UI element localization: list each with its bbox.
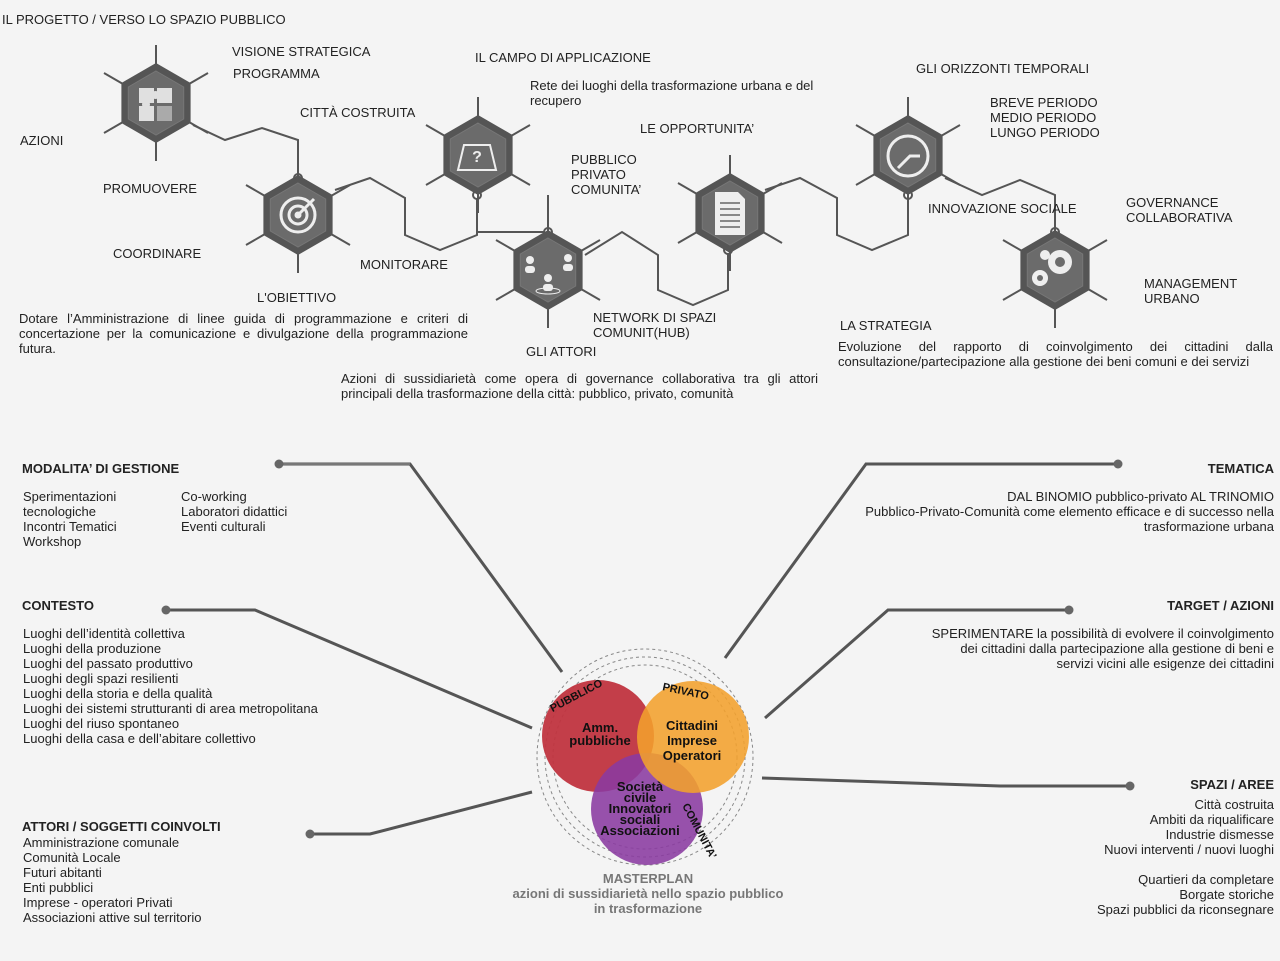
venn-amm: Amm. pubbliche	[569, 720, 631, 748]
label-breve: BREVE PERIODO	[990, 95, 1098, 110]
list-item: Futuri abitanti	[23, 865, 102, 880]
venn-diagram	[542, 680, 749, 865]
list-item: Sperimentazioni	[23, 489, 117, 504]
list-item: Eventi culturali	[181, 519, 266, 534]
venn-privato	[637, 681, 749, 793]
label-monitorare: MONITORARE	[360, 257, 448, 272]
modalita-col2: Co-working Laboratori didattici Eventi c…	[181, 489, 287, 534]
label-management-1: MANAGEMENT	[1144, 276, 1238, 291]
list-item: Luoghi dei sistemi strutturanti di area …	[23, 701, 318, 716]
modalita-col1: Sperimentazioni tecnologiche Incontri Te…	[23, 489, 117, 549]
list-item	[1097, 857, 1274, 872]
target-icon	[279, 196, 317, 234]
tematica-text: DAL BINOMIO pubblico-privato AL TRINOMIO…	[865, 489, 1274, 534]
target-text: SPERIMENTARE la possibilità di evolvere …	[931, 626, 1274, 671]
masterplan-caption: MASTERPLAN azioni di sussidiarietà nello…	[448, 871, 848, 916]
list-item: Amministrazione comunale	[23, 835, 180, 850]
venn-societa: Società civile Innovatori sociali Associ…	[600, 779, 680, 838]
label-innovazione: INNOVAZIONE SOCIALE	[928, 201, 1077, 216]
label-privato: PRIVATO	[571, 167, 626, 182]
puzzle-icon	[139, 88, 172, 121]
label-citta-costruita: CITTÀ COSTRUITA	[300, 105, 416, 120]
diagram-title: IL PROGETTO / VERSO LO SPAZIO PUBBLICO	[2, 12, 286, 27]
list-item: Ambiti da riqualificare	[1149, 812, 1274, 827]
label-pubblico: PUBBLICO	[571, 152, 637, 167]
people-icon	[525, 254, 573, 295]
list-item: Quartieri da completare	[1138, 872, 1274, 887]
list-item: tecnologiche	[23, 504, 96, 519]
strategia-desc: Evoluzione del rapporto di coinvolgiment…	[838, 339, 1273, 369]
label-visione: VISIONE STRATEGICA	[232, 44, 371, 59]
contesto-list: Luoghi dell’identità collettiva Luoghi d…	[23, 626, 318, 746]
masterplan-title: MASTERPLAN	[602, 871, 694, 886]
label-governance-1: GOVERNANCE	[1126, 195, 1219, 210]
list-item: Co-working	[181, 489, 247, 504]
label-comunita: COMUNITA’	[571, 182, 642, 197]
attori-soggetti-list: Amministrazione comunale Comunità Locale…	[23, 835, 201, 925]
campo-desc: Rete dei luoghi della trasformazione urb…	[530, 78, 814, 108]
list-item: Luoghi dell’identità collettiva	[23, 626, 185, 641]
contesto-title: CONTESTO	[22, 598, 94, 613]
list-item: Spazi pubblici da riconsegnare	[1096, 902, 1274, 917]
list-item: Borgate storiche	[1179, 887, 1274, 902]
label-obiettivo: L'OBIETTIVO	[257, 290, 337, 305]
obiettivo-desc: Dotare l’Amministrazione di linee guida …	[19, 311, 468, 356]
attori-desc: Azioni di sussidiarietà come opera di go…	[341, 371, 818, 401]
list-item: Incontri Tematici	[23, 519, 117, 534]
list-item: Industrie dismesse	[1165, 827, 1274, 842]
label-programma: PROGRAMMA	[233, 66, 320, 81]
spazi-list: Città costruita Ambiti da riqualificare …	[1097, 797, 1274, 917]
masterplan-subtitle-2: in trasformazione	[593, 901, 703, 916]
label-network-2: COMUNIT(HUB)	[593, 325, 690, 340]
list-item: Nuovi interventi / nuovi luoghi	[1104, 842, 1274, 857]
label-governance-2: COLLABORATIVA	[1126, 210, 1233, 225]
label-network-1: NETWORK DI SPAZI	[593, 310, 717, 325]
spazi-title: SPAZI / AREE	[1190, 777, 1274, 792]
gears-icon	[1032, 250, 1072, 286]
list-item: Città costruita	[1194, 797, 1274, 812]
label-campo: IL CAMPO DI APPLICAZIONE	[475, 50, 651, 65]
label-opportunita: LE OPPORTUNITA’	[640, 121, 755, 136]
list-item: Luoghi della casa e dell’abitare collett…	[23, 731, 256, 746]
document-icon	[715, 192, 745, 235]
label-medio: MEDIO PERIODO	[990, 110, 1097, 125]
label-orizzonti: GLI ORIZZONTI TEMPORALI	[916, 61, 1090, 76]
target-title: TARGET / AZIONI	[1167, 598, 1274, 613]
venn-cittadini: Cittadini Imprese Operatori	[662, 718, 722, 763]
list-item: Associazioni attive sul territorio	[23, 910, 202, 925]
label-promuovere: PROMUOVERE	[103, 181, 197, 196]
label-attori: GLI ATTORI	[526, 344, 597, 359]
label-azioni: AZIONI	[20, 133, 64, 148]
list-item: Luoghi della storia e della qualità	[23, 686, 213, 701]
list-item: Enti pubblici	[23, 880, 94, 895]
question-icon: ?	[456, 144, 498, 171]
label-lungo: LUNGO PERIODO	[990, 125, 1100, 140]
tematica-title: TEMATICA	[1207, 461, 1274, 476]
label-coordinare: COORDINARE	[113, 246, 202, 261]
list-item: Luoghi del passato produttivo	[23, 656, 193, 671]
list-item: Imprese - operatori Privati	[23, 895, 173, 910]
attori-soggetti-title: ATTORI / SOGGETTI COINVOLTI	[22, 819, 221, 834]
label-strategia: LA STRATEGIA	[840, 318, 932, 333]
svg-text:?: ?	[472, 149, 482, 166]
list-item: Luoghi degli spazi resilienti	[23, 671, 179, 686]
list-item: Workshop	[23, 534, 82, 549]
modalita-title: MODALITA’ DI GESTIONE	[22, 461, 180, 476]
list-item: Laboratori didattici	[181, 504, 288, 519]
clock-icon	[886, 134, 930, 178]
masterplan-subtitle: azioni di sussidiarietà nello spazio pub…	[512, 886, 784, 901]
list-item: Comunità Locale	[23, 850, 121, 865]
list-item: Luoghi del riuso spontaneo	[23, 716, 180, 731]
list-item: Luoghi della produzione	[23, 641, 162, 656]
label-management-2: URBANO	[1144, 291, 1200, 306]
